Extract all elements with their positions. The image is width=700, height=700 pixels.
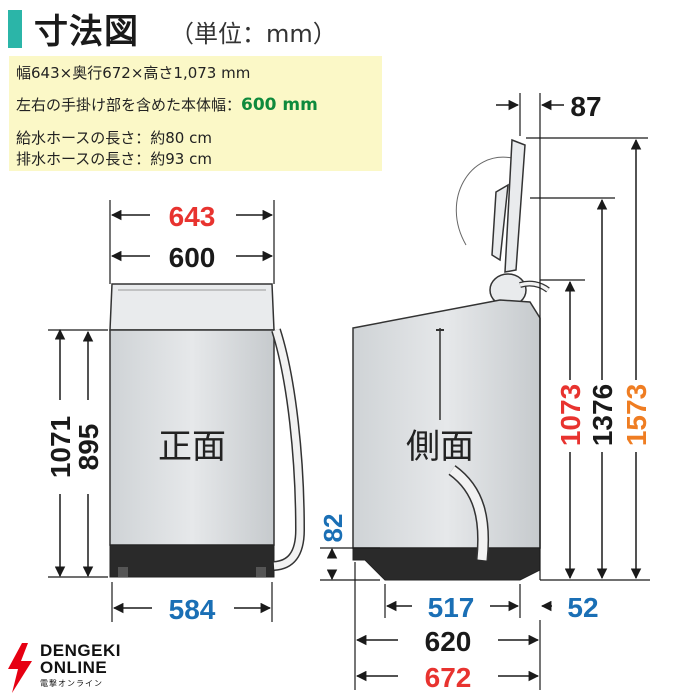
side-depth-body: 620 [425,626,472,657]
front-lid [109,283,275,331]
spec-drain-hose: 排水ホースの長さ：約93 cm [16,150,212,168]
side-lid-arc [455,156,513,246]
front-base [109,544,275,578]
unit-label: （単位：mm） [170,20,337,48]
side-depth-total: 672 [425,662,472,693]
side-lid-open [504,138,526,273]
side-height-lid-mid: 1376 [587,384,618,446]
front-height-body: 895 [73,424,104,471]
spec-body-width-value: 600 mm [241,95,318,115]
title-accent-bar [8,10,22,48]
side-view: 側面 87 82 517 52 620 672 10 [318,91,652,693]
front-height-total: 1071 [45,416,76,478]
side-base-height: 82 [318,514,348,543]
front-width-total: 643 [169,201,216,232]
side-lid-clearance: 87 [570,91,601,122]
side-rear-offset: 52 [567,592,598,623]
front-base-width: 584 [169,594,216,625]
side-base [352,547,541,581]
page-title: 寸法図 [34,12,139,52]
front-label: 正面 [158,427,226,467]
logo-line3: 電撃オンライン [40,679,103,688]
front-body [109,329,275,546]
spec-body-width-label: 左右の手掛け部を含めた本体幅： [16,96,242,114]
spec-water-inlet-hose: 給水ホースの長さ：約80 cm [16,129,212,147]
side-height-total: 1073 [555,384,586,446]
logo-line1: DENGEKI [40,641,121,660]
front-width-body: 600 [169,242,216,273]
spec-size: 幅643×奥行672×高さ1,073 mm [16,64,251,82]
dengeki-online-logo: DENGEKI ONLINE 電撃オンライン [4,641,144,697]
side-height-lid-open: 1573 [621,384,652,446]
spec-box [9,56,382,171]
lightning-icon [8,643,32,693]
side-body [352,299,541,549]
spec-body-width: 左右の手掛け部を含めた本体幅：600 mm [16,94,318,115]
side-base-depth: 517 [428,592,475,623]
logo-line2: ONLINE [40,658,108,677]
front-view: 正面 643 600 1071 895 584 [45,200,306,625]
side-label: 側面 [406,427,474,467]
